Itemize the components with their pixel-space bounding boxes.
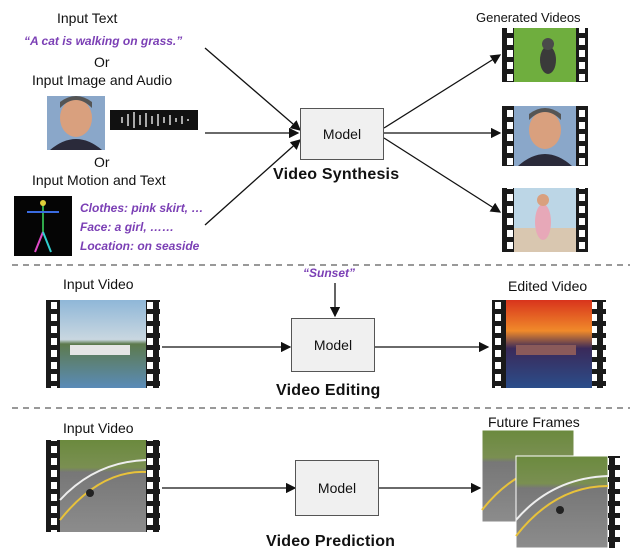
prediction-model-label: Model — [317, 480, 357, 496]
motion-prompt-location: Location: on seaside — [80, 239, 200, 253]
synthesis-section-title: Video Synthesis — [273, 166, 400, 183]
edit-prompt: “Sunset” — [303, 266, 356, 280]
generated-video-cat — [502, 28, 588, 82]
synthesis-model-label: Model — [322, 126, 362, 142]
generated-video-face — [502, 106, 588, 166]
input-face-image — [47, 96, 105, 150]
future-frames — [481, 429, 620, 549]
arrow-motion-to-model — [204, 139, 301, 226]
input-text-prompt: “A cat is walking on grass.” — [24, 34, 183, 48]
editing-section-title: Video Editing — [276, 382, 381, 399]
generated-video-girl-seaside — [502, 188, 588, 252]
input-motion-text-label: Input Motion and Text — [32, 172, 166, 188]
predict-input-video-label: Input Video — [63, 420, 134, 436]
or-label-1: Or — [94, 54, 110, 70]
editing-model-label: Model — [313, 337, 353, 353]
arrow-text-to-model — [204, 47, 301, 131]
edited-video — [492, 300, 606, 388]
editing-model-box: Model — [291, 318, 375, 372]
prediction-model-box: Model — [295, 460, 379, 516]
edited-video-label: Edited Video — [508, 278, 588, 294]
input-image-audio-label: Input Image and Audio — [32, 72, 173, 88]
edit-input-video — [46, 300, 160, 388]
motion-prompt-face: Face: a girl, …… — [80, 220, 175, 234]
prediction-section-title: Video Prediction — [266, 533, 396, 550]
synthesis-model-box: Model — [300, 108, 384, 160]
generated-videos-label: Generated Videos — [476, 10, 581, 25]
edit-input-video-label: Input Video — [63, 276, 134, 292]
arrow-model-to-video-3 — [383, 137, 502, 213]
motion-prompt-clothes: Clothes: pink skirt, … — [80, 201, 204, 215]
predict-input-video — [46, 440, 160, 532]
future-frames-label: Future Frames — [488, 414, 580, 430]
or-label-2: Or — [94, 154, 110, 170]
motion-skeleton-image — [14, 196, 72, 256]
audio-waveform-icon — [110, 110, 198, 130]
arrow-model-to-video-1 — [383, 54, 502, 129]
input-text-label: Input Text — [57, 10, 118, 26]
